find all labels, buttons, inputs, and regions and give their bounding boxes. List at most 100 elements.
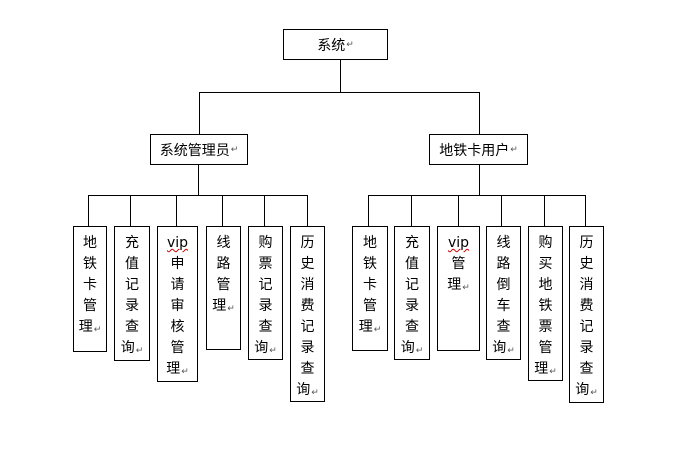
leaf-char: 理↵ xyxy=(358,319,382,335)
leaf-admin-history-query: 历史消费记录查询↵ xyxy=(290,226,325,402)
leaf-char: 查 xyxy=(300,361,315,377)
leaf-char: 询↵ xyxy=(120,340,144,356)
leaf-char: 买 xyxy=(538,256,553,272)
leaf-char: 询↵ xyxy=(296,382,319,398)
paragraph-mark-icon: ↵ xyxy=(373,325,382,335)
leaf-label: 购票记录查询↵ xyxy=(254,233,277,362)
leaf-char: 历 xyxy=(300,235,315,251)
leaf-user-route-transfer-query: 线路倒车查询↵ xyxy=(486,226,521,360)
leaf-char: 询↵ xyxy=(254,340,277,356)
leaf-char: 购 xyxy=(538,235,553,251)
leaf-char: vip xyxy=(166,235,189,251)
leaf-char: 询↵ xyxy=(492,340,515,356)
group-label-user: 地铁卡用户 xyxy=(439,142,510,159)
leaf-char: 卡 xyxy=(82,277,97,293)
leaf-char: 查 xyxy=(404,319,419,335)
leaf-char: 购 xyxy=(258,235,273,251)
paragraph-mark-icon: ↵ xyxy=(549,367,557,377)
leaf-label: 线路管理↵ xyxy=(212,233,235,320)
group-label-admin: 系统管理员 xyxy=(159,142,230,159)
leaf-user-card-management: 地铁卡管理↵ xyxy=(352,226,388,351)
leaf-char: 线 xyxy=(496,235,511,251)
leaf-char: 管 xyxy=(216,277,231,293)
paragraph-mark-icon: ↵ xyxy=(269,346,277,356)
group-node-user: 地铁卡用户↵ xyxy=(429,134,528,165)
leaf-char: 录 xyxy=(404,298,419,314)
leaf-char: 理↵ xyxy=(447,277,470,293)
paragraph-mark-icon: ↵ xyxy=(510,144,518,155)
paragraph-mark-icon: ↵ xyxy=(507,346,515,356)
leaf-label: 历史消费记录查询↵ xyxy=(296,233,319,404)
leaf-char: 地 xyxy=(362,235,377,251)
leaf-char: 查 xyxy=(258,319,273,335)
leaf-char: 录 xyxy=(300,340,315,356)
leaf-char: 查 xyxy=(579,361,594,377)
leaf-admin-recharge-query: 充值记录查询↵ xyxy=(114,226,150,361)
leaf-char: 史 xyxy=(579,256,594,272)
leaf-char: 管 xyxy=(362,298,377,314)
leaf-char: 理↵ xyxy=(534,361,557,377)
leaf-label: 线路倒车查询↵ xyxy=(492,233,515,362)
leaf-char: 查 xyxy=(496,319,511,335)
paragraph-mark-icon: ↵ xyxy=(230,144,239,155)
leaf-user-buy-ticket-management: 购买地铁票管理↵ xyxy=(528,226,563,381)
leaf-char: 路 xyxy=(496,256,511,272)
leaf-label: 地铁卡管理↵ xyxy=(79,233,102,341)
leaf-char: 录 xyxy=(579,340,594,356)
paragraph-mark-icon: ↵ xyxy=(93,325,102,335)
leaf-user-history-query: 历史消费记录查询↵ xyxy=(569,226,604,403)
leaf-char: 查 xyxy=(124,319,139,335)
leaf-char: 铁 xyxy=(538,298,553,314)
leaf-char: 理↵ xyxy=(212,298,235,314)
leaf-admin-ticket-query: 购票记录查询↵ xyxy=(248,226,283,360)
leaf-char: 记 xyxy=(258,277,273,293)
leaf-char: 值 xyxy=(404,256,419,272)
leaf-char: 路 xyxy=(216,256,231,272)
leaf-label: vip 管理↵ xyxy=(447,233,470,299)
leaf-char: 管 xyxy=(170,340,185,356)
leaf-char: 卡 xyxy=(362,277,377,293)
leaf-char: 记 xyxy=(404,277,419,293)
leaf-char: 管 xyxy=(82,298,97,314)
paragraph-mark-icon: ↵ xyxy=(415,346,424,356)
leaf-char: 理↵ xyxy=(78,319,102,335)
paragraph-mark-icon: ↵ xyxy=(181,367,189,377)
root-node: 系统↵ xyxy=(283,29,388,60)
leaf-char: 费 xyxy=(300,298,315,314)
leaf-char: 地 xyxy=(82,235,97,251)
leaf-char: 核 xyxy=(170,319,185,335)
leaf-char: 询↵ xyxy=(400,340,424,356)
paragraph-mark-icon: ↵ xyxy=(590,388,598,398)
leaf-char: 请 xyxy=(170,277,185,293)
paragraph-mark-icon: ↵ xyxy=(311,388,319,398)
leaf-char: 票 xyxy=(258,256,273,272)
leaf-char: 管 xyxy=(538,340,553,356)
leaf-label: 地铁卡管理↵ xyxy=(359,233,382,341)
leaf-char: 值 xyxy=(124,256,139,272)
leaf-char: 历 xyxy=(579,235,594,251)
leaf-char: 铁 xyxy=(82,256,97,272)
connector-lines xyxy=(88,60,586,226)
leaf-label: 购买地铁票管理↵ xyxy=(534,233,557,383)
leaf-label: 历史消费记录查询↵ xyxy=(575,233,598,404)
leaf-char: 询↵ xyxy=(575,382,598,398)
root-label: 系统 xyxy=(317,37,346,54)
leaf-char: 消 xyxy=(300,277,315,293)
leaf-char: vip xyxy=(447,235,470,251)
leaf-char: 审 xyxy=(170,298,185,314)
leaf-char: 充 xyxy=(124,235,139,251)
paragraph-mark-icon: ↵ xyxy=(462,283,470,293)
leaf-char: 录 xyxy=(258,298,273,314)
group-node-admin: 系统管理员↵ xyxy=(150,134,248,165)
leaf-user-recharge-query: 充值记录查询↵ xyxy=(394,226,430,360)
leaf-char: 管 xyxy=(451,256,466,272)
paragraph-mark-icon: ↵ xyxy=(135,346,144,356)
leaf-char: 记 xyxy=(579,319,594,335)
leaf-char: 消 xyxy=(579,277,594,293)
paragraph-mark-icon: ↵ xyxy=(227,304,235,314)
leaf-char: 费 xyxy=(579,298,594,314)
leaf-char: 理↵ xyxy=(166,361,189,377)
leaf-char: 记 xyxy=(300,319,315,335)
